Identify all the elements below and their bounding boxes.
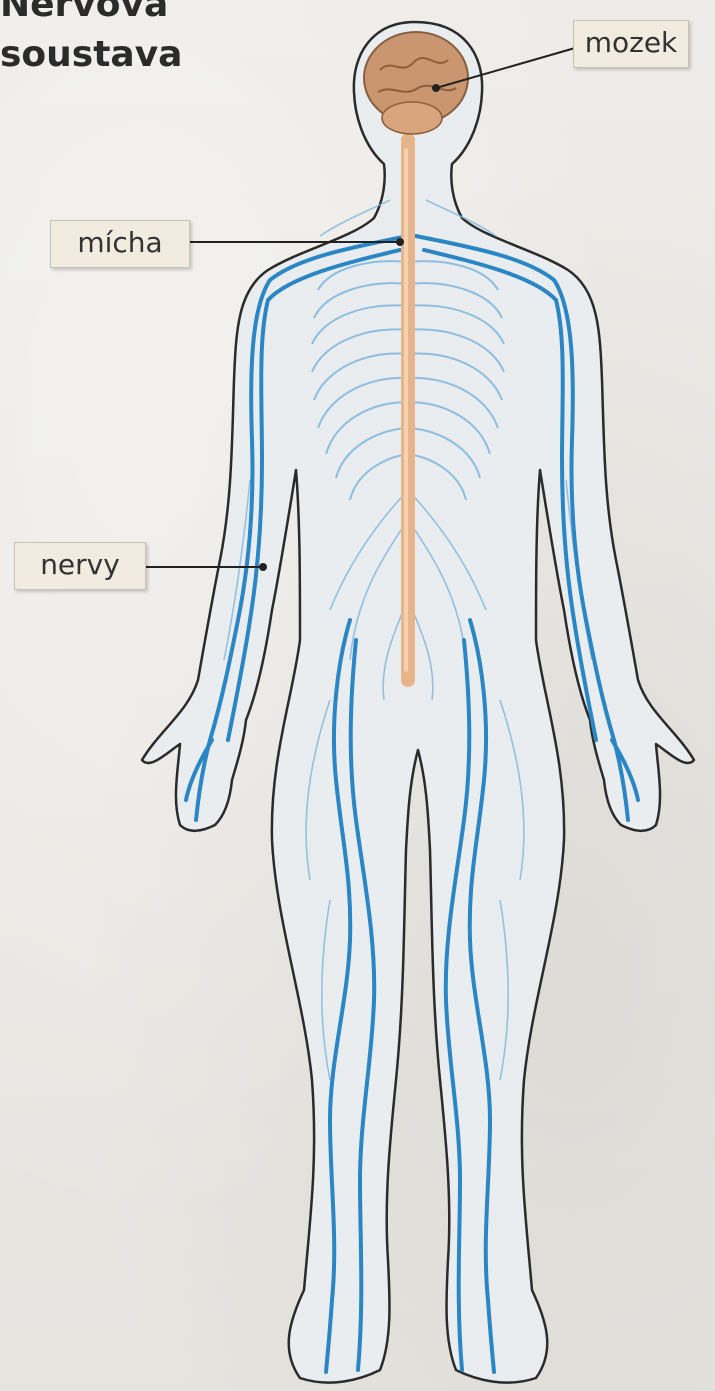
label-nerves: nervy xyxy=(14,542,146,590)
body-outline xyxy=(142,22,694,1383)
label-spinal-cord: mícha xyxy=(50,220,190,268)
label-brain: mozek xyxy=(573,20,689,68)
